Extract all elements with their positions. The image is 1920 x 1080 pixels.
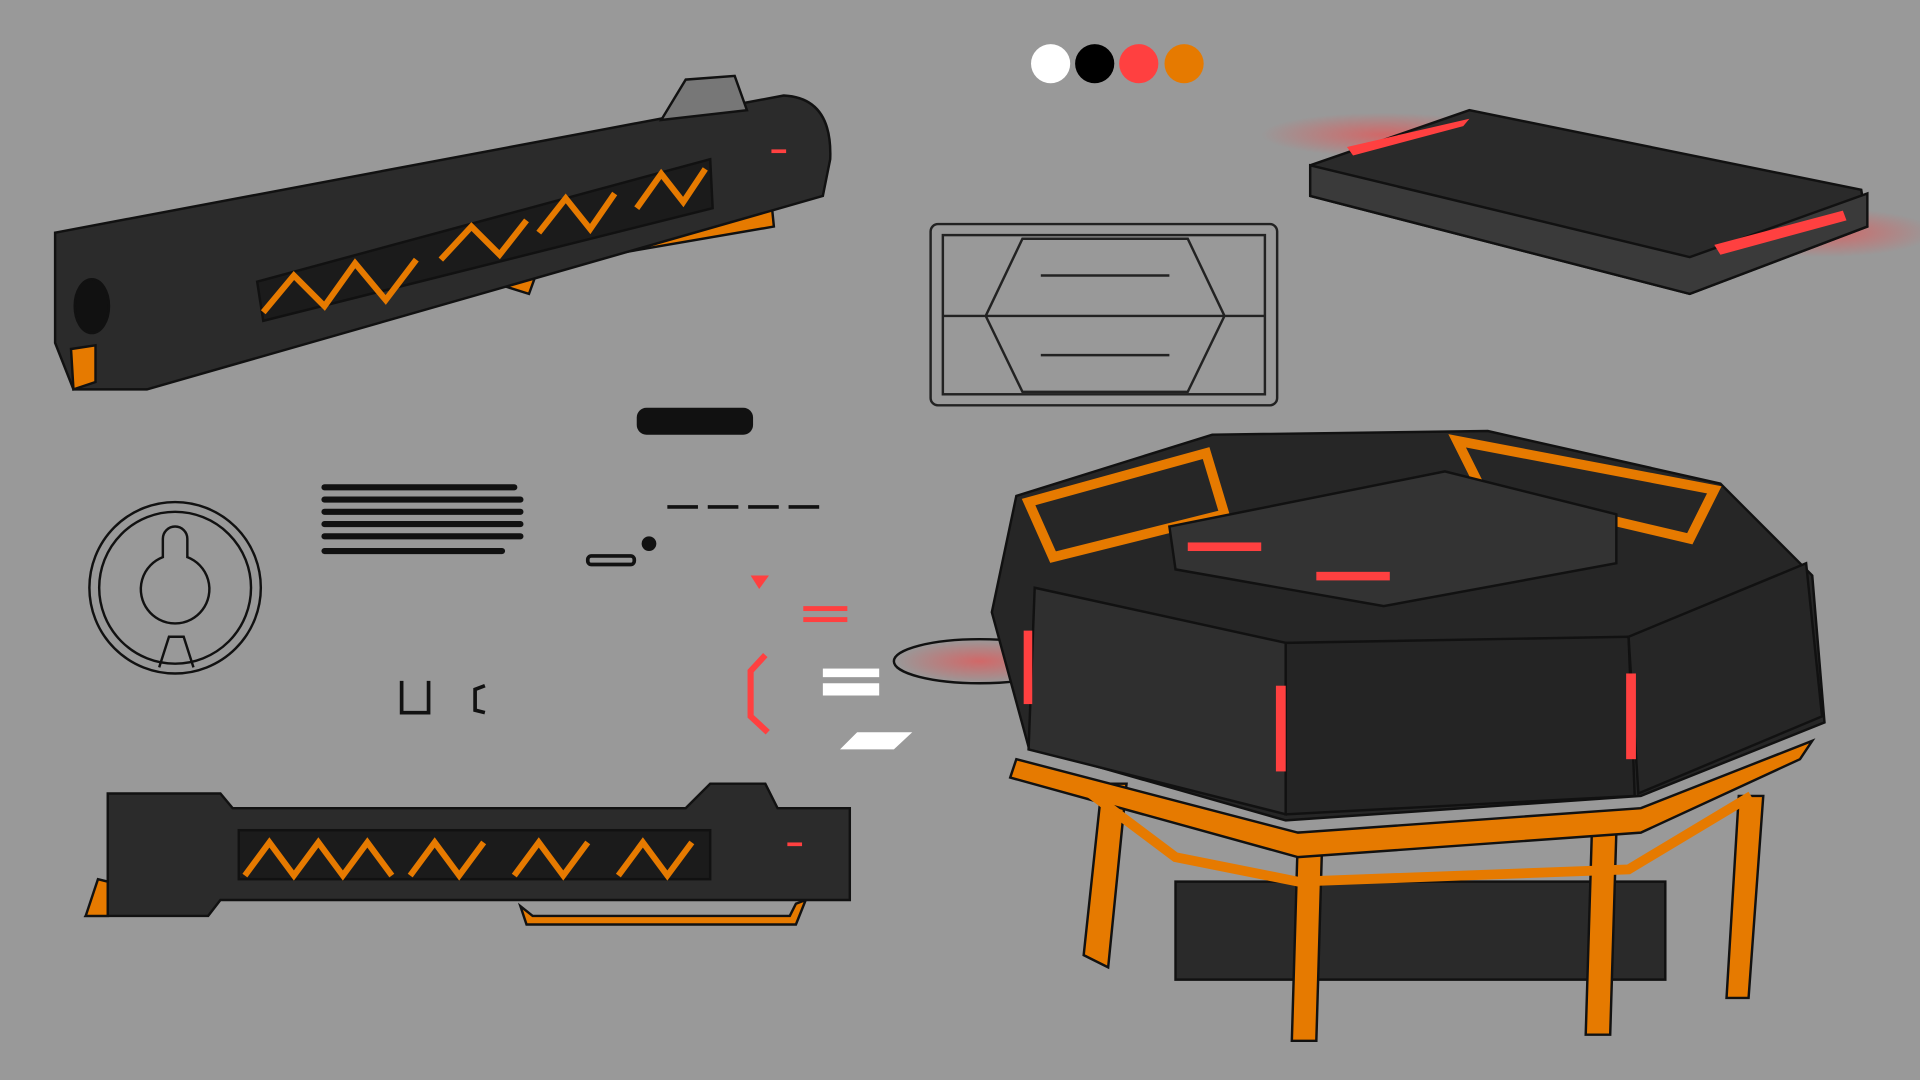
barrel-end-cap-sketch xyxy=(88,500,263,675)
palette-swatch-red xyxy=(1119,44,1159,84)
octagonal-station-sketch xyxy=(892,429,1826,1043)
palette-swatch-white xyxy=(1031,44,1071,84)
vent-dot-pattern xyxy=(636,407,754,435)
palette-swatch-orange xyxy=(1164,44,1204,84)
hex-frame-panel-sketch xyxy=(929,222,1279,407)
palette-swatch-black xyxy=(1075,44,1115,84)
color-palette xyxy=(1031,44,1204,84)
plate-sketch xyxy=(1261,108,1920,296)
rifle-side-sketch xyxy=(83,782,852,926)
detail-glyphs xyxy=(399,505,913,750)
vent-slot-pattern xyxy=(321,484,524,555)
rifle-perspective-sketch xyxy=(53,74,832,392)
